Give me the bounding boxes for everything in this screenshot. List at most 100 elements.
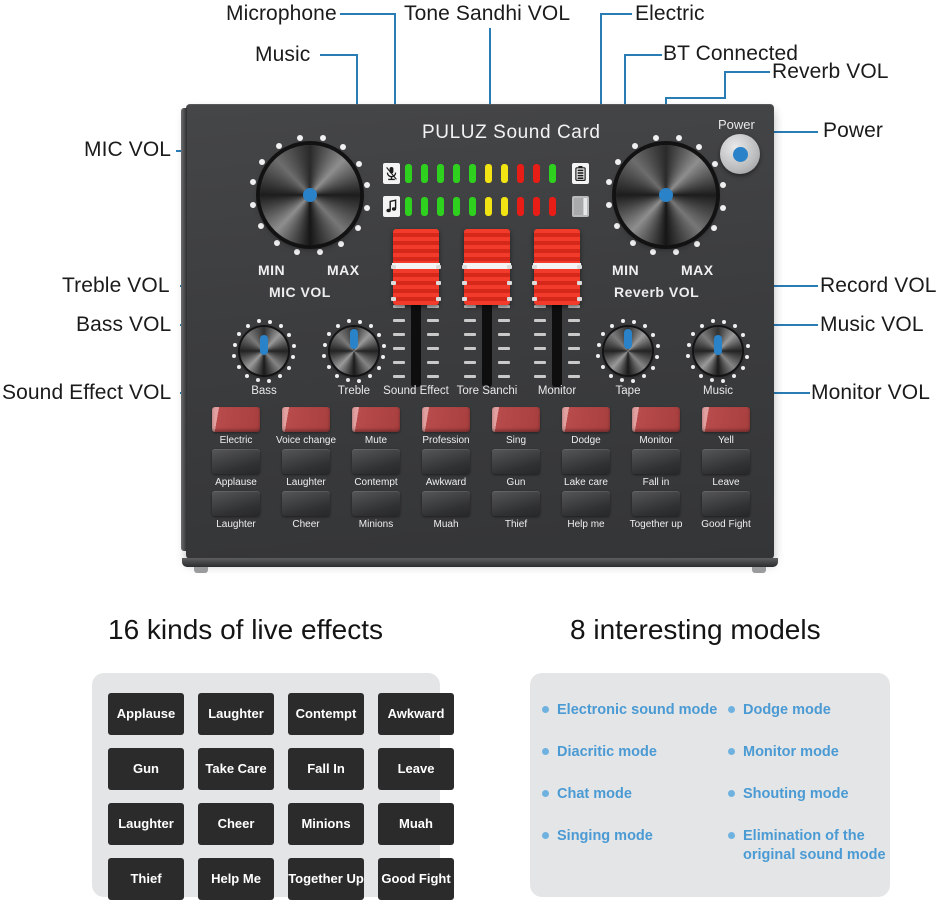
effect-button-laughter[interactable]: Laughter (198, 693, 274, 735)
fader-cap-nub (436, 297, 441, 301)
effect-button-gun[interactable]: Gun (108, 748, 184, 790)
pad-button-help-me[interactable] (562, 491, 610, 516)
fader-tick (568, 347, 580, 350)
pad-button-profession[interactable] (422, 407, 470, 432)
fader-tick (534, 319, 546, 322)
effect-button-applause[interactable]: Applause (108, 693, 184, 735)
knob-tick-dot (608, 373, 613, 378)
knob-tick-dot (650, 248, 657, 255)
effect-button-minions[interactable]: Minions (288, 803, 364, 845)
effect-button-muah[interactable]: Muah (378, 803, 454, 845)
pad-button-contempt[interactable] (352, 449, 400, 474)
pad-cell: Laughter (206, 491, 266, 530)
effect-button-help-me[interactable]: Help Me (198, 858, 274, 900)
knob-tick-dot (655, 355, 660, 360)
effect-button-thief[interactable]: Thief (108, 858, 184, 900)
tape-knob[interactable] (594, 317, 662, 385)
pad-button-laughter[interactable] (282, 449, 330, 474)
mic-volume-knob[interactable] (246, 131, 374, 259)
pad-button-sing[interactable] (492, 407, 540, 432)
pad-cell: Dodge (556, 407, 616, 446)
fader-sound-effect-cap[interactable] (392, 229, 440, 305)
pad-cell: Contempt (346, 449, 406, 488)
effect-button-contempt[interactable]: Contempt (288, 693, 364, 735)
pad-button-dodge[interactable] (562, 407, 610, 432)
reverb-volume-knob[interactable] (602, 131, 730, 259)
knob-tick-dot (357, 378, 362, 383)
pad-label: Muah (433, 519, 459, 530)
knob-tick-dot (686, 342, 691, 347)
pad-button-good-fight[interactable] (702, 491, 750, 516)
fader-monitor[interactable] (532, 229, 582, 389)
pad-button-cheer[interactable] (282, 491, 330, 516)
bullet-icon (728, 748, 735, 756)
pad-label: Electric (219, 435, 253, 446)
pad-cell: Good Fight (696, 491, 756, 530)
treble-knob[interactable] (320, 317, 388, 385)
effect-button-take-care[interactable]: Take Care (198, 748, 274, 790)
led-segment-red (517, 197, 524, 216)
mic-knob-body[interactable] (260, 145, 360, 245)
effect-button-good-fight[interactable]: Good Fight (378, 858, 454, 900)
pad-button-fall-in[interactable] (632, 449, 680, 474)
pad-button-awkward[interactable] (422, 449, 470, 474)
fader-cap-nub (391, 265, 396, 269)
knob-tick-dot (601, 331, 606, 336)
callout-music: Music (255, 43, 311, 66)
knob-tick-dot (642, 374, 647, 379)
fader-tore-sanchi[interactable] (462, 229, 512, 389)
knob-tick-dot (291, 355, 296, 360)
effect-button-laughter[interactable]: Laughter (108, 803, 184, 845)
pad-cell: Fall in (626, 449, 686, 488)
pad-button-leave[interactable] (702, 449, 750, 474)
pad-button-yell[interactable] (702, 407, 750, 432)
bluetooth-indicator-icon (572, 196, 589, 217)
knob-tick-dot (286, 366, 291, 371)
effect-button-together-up[interactable]: Together Up (288, 858, 364, 900)
effect-button-leave[interactable]: Leave (378, 748, 454, 790)
knob-tick-dot (745, 343, 750, 348)
effect-button-awkward[interactable]: Awkward (378, 693, 454, 735)
knob-tick-dot (619, 378, 624, 383)
knob-tick-dot (600, 365, 605, 370)
knob-tick-dot (232, 342, 237, 347)
pad-button-muah[interactable] (422, 491, 470, 516)
pad-button-minions[interactable] (352, 491, 400, 516)
fader-sound-effect[interactable] (391, 229, 441, 389)
knob-tick-dot (358, 319, 363, 324)
fader-cap-nub (462, 281, 467, 285)
led-segment-green (437, 164, 444, 183)
pad-button-gun[interactable] (492, 449, 540, 474)
pad-button-voice-change[interactable] (282, 407, 330, 432)
pad-button-lake-care[interactable] (562, 449, 610, 474)
mic-knob-dot-ring (246, 131, 374, 259)
pad-button-laughter[interactable] (212, 491, 260, 516)
fader-cap-nub (436, 265, 441, 269)
effect-button-cheer[interactable]: Cheer (198, 803, 274, 845)
effect-button-fall-in[interactable]: Fall In (288, 748, 364, 790)
knob-tick-dot (709, 378, 714, 383)
knob-tick-dot (267, 378, 272, 383)
leader-reverb-h (724, 71, 770, 73)
fader-tick (568, 305, 580, 308)
pad-button-mute[interactable] (352, 407, 400, 432)
pad-button-monitor[interactable] (632, 407, 680, 432)
bass-knob[interactable] (230, 317, 298, 385)
battery-icon (572, 163, 589, 184)
pad-button-electric[interactable] (212, 407, 260, 432)
reverb-knob-body[interactable] (616, 145, 716, 245)
fader-tore-sanchi-cap[interactable] (463, 229, 511, 305)
knob-tick-dot (319, 135, 326, 142)
pad-cell: Mute (346, 407, 406, 446)
pad-label: Cheer (292, 519, 320, 530)
fader-label-monitor: Monitor (537, 385, 577, 397)
fader-tick (498, 361, 510, 364)
pad-button-together-up[interactable] (632, 491, 680, 516)
power-button[interactable] (720, 134, 760, 174)
pad-cell: Sing (486, 407, 546, 446)
music-knob[interactable] (684, 317, 752, 385)
pad-button-thief[interactable] (492, 491, 540, 516)
pad-button-applause[interactable] (212, 449, 260, 474)
fader-monitor-cap[interactable] (533, 229, 581, 305)
led-segment-green (549, 164, 556, 183)
